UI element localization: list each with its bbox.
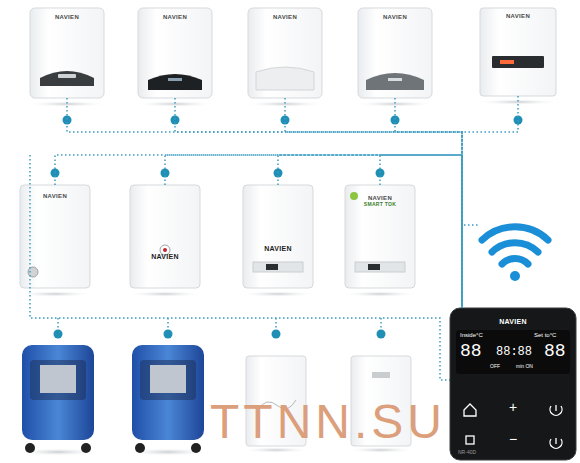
brand-logo: NAVIEN [383, 14, 407, 21]
brand-logo: NAVIEN [499, 318, 527, 326]
wall-boiler [355, 8, 435, 107]
boiler-unit: NAVIEN [20, 185, 90, 288]
wifi-symbol [482, 227, 548, 264]
wall-boiler [342, 185, 418, 297]
display-text: 88 [460, 342, 482, 360]
display-text: Set to°C [534, 332, 556, 338]
wall-boiler [135, 8, 215, 107]
wall-boiler [240, 185, 316, 297]
floor-boiler [16, 345, 100, 456]
network-connector [55, 155, 462, 308]
boiler-unit: NAVIEN [243, 185, 313, 288]
boiler-unit: NAVIEN [130, 185, 200, 288]
watermark: TTNN.SU [210, 398, 446, 446]
floor-boiler [126, 345, 210, 456]
wall-boiler [476, 8, 560, 105]
boiler-unit: NAVIEN [138, 8, 212, 98]
brand-logo: NAVIEN [368, 195, 392, 202]
wifi-symbol [510, 271, 520, 281]
boiler-unit: NAVIENSMART TOK [345, 185, 415, 288]
display-text: + [509, 400, 517, 414]
network-connector [395, 98, 462, 308]
boiler-unit: NAVIEN [358, 8, 432, 98]
brand-logo: NAVIEN [506, 13, 530, 20]
network-connector [278, 155, 462, 308]
display-text: min ON [516, 364, 533, 369]
thermostat-body [450, 308, 576, 460]
brand-logo: NAVIEN [43, 193, 67, 200]
network-connector [165, 155, 462, 308]
brand-logo: NAVIEN [55, 14, 79, 21]
display-text: Inside°C [460, 332, 483, 338]
wall-boiler [245, 8, 325, 107]
boiler-unit: NAVIEN [30, 8, 104, 98]
network-connector [67, 98, 462, 308]
display-text: NR-40D [458, 450, 476, 455]
network-connector [285, 98, 462, 308]
brand-logo: NAVIEN [273, 14, 297, 21]
boiler-unit: NAVIEN [248, 8, 322, 98]
network-wire [30, 155, 478, 380]
network-dot [51, 116, 523, 339]
display-text: − [509, 432, 517, 446]
wall-boiler [17, 185, 93, 297]
brand-logo: NAVIEN [163, 14, 187, 21]
network-connector [175, 98, 462, 308]
brand-logo: NAVIEN [151, 253, 179, 261]
display-text: OFF [490, 364, 500, 369]
wall-boiler [27, 8, 107, 107]
network-connector [380, 155, 462, 308]
display-text: 88:88 [496, 346, 532, 358]
model-name: SMART TOK [364, 202, 396, 208]
boiler-unit: NAVIEN [480, 8, 556, 96]
wall-boiler [127, 185, 203, 297]
network-connector [462, 96, 518, 308]
thermostat-controller: NAVIEN Inside°C Set to°C 88 88:88 88OFF min ON… [450, 308, 576, 460]
brand-logo: NAVIEN [264, 245, 292, 253]
display-text: 88 [544, 342, 566, 360]
